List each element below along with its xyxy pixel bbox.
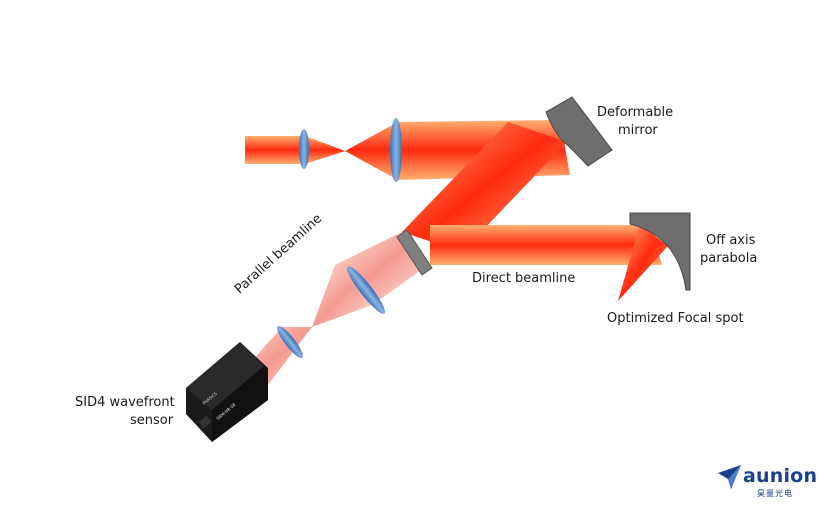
diagonal-beam	[402, 122, 567, 252]
label-sid4-2: sensor	[130, 413, 174, 428]
focusing-cone	[618, 224, 668, 301]
input-beam-left	[245, 136, 345, 164]
label-off-axis-1: Off axis	[706, 233, 756, 248]
logo-subtitle: 昊量光电	[757, 489, 793, 498]
deformable-mirror	[545, 96, 613, 167]
direct-beam	[430, 225, 662, 265]
label-deformable-mirror-1: Deformable	[597, 105, 674, 120]
beam-splitter	[396, 229, 433, 276]
logo-name: aunion	[743, 465, 818, 487]
label-deformable-mirror-2: mirror	[618, 123, 658, 138]
parallel-beam-cone	[312, 265, 372, 327]
paper-plane-icon	[718, 465, 741, 489]
label-sid4-1: SID4 wavefront	[75, 395, 175, 410]
aunion-logo: aunion 昊量光电	[717, 461, 825, 504]
off-axis-parabola	[629, 212, 691, 291]
sid4-camera: PHASICS SID4-HR GE	[186, 342, 268, 442]
lens-1	[299, 129, 309, 169]
lens-3	[346, 266, 386, 314]
lens-4	[277, 325, 303, 359]
label-off-axis-2: parabola	[700, 251, 758, 266]
lens-2	[390, 118, 402, 182]
label-optimized-focal-spot: Optimized Focal spot	[607, 311, 744, 326]
label-direct-beamline: Direct beamline	[472, 271, 576, 286]
